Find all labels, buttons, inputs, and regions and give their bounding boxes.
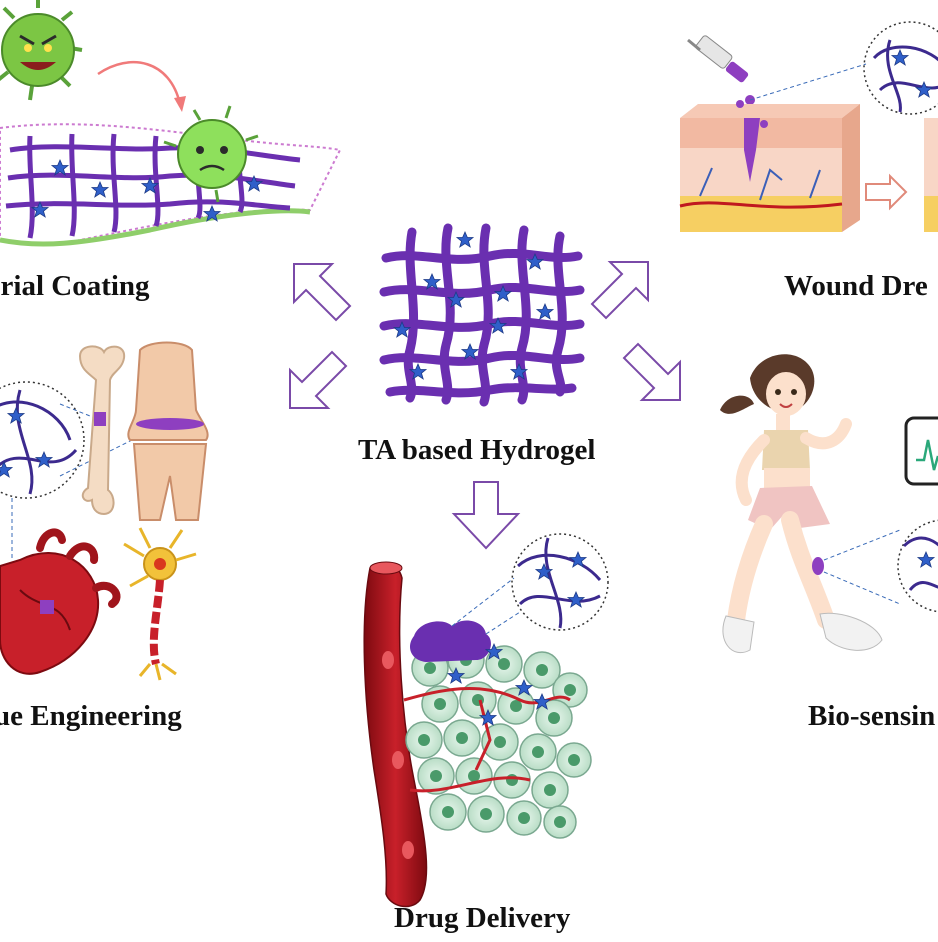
wound-dressing-label: Wound Dre <box>784 272 928 301</box>
arrow-to-wound <box>592 262 648 318</box>
heart <box>0 532 117 673</box>
center-title: TA based Hydrogel <box>358 436 595 465</box>
bone <box>80 346 124 514</box>
coating-sheet <box>0 124 340 244</box>
bio-zoom-circle <box>898 520 938 612</box>
virus-path-arrow <box>98 62 180 104</box>
arrow-to-biosensing <box>624 344 680 400</box>
skin-block <box>680 100 860 232</box>
arrow-to-tissue <box>290 352 346 408</box>
drug-delivery-label: Drug Delivery <box>394 904 570 933</box>
antibacterial-coating-label: terial Coating <box>0 272 150 301</box>
tumor-cells <box>404 642 591 838</box>
angry-virus <box>0 0 82 100</box>
virus-path-arrowhead <box>174 96 186 112</box>
knee-joint <box>128 343 207 521</box>
arrow-to-drug <box>454 482 518 548</box>
tissue-zoom-circle <box>0 382 84 498</box>
arrow-wound-progress <box>866 176 906 208</box>
syringe <box>688 35 755 105</box>
neuron <box>124 528 196 680</box>
skin-block-healed <box>924 118 938 232</box>
tissue-engineering-label: ue Engineering <box>0 702 182 731</box>
phone-device <box>906 418 938 484</box>
bio-sensing-label: Bio-sensin <box>808 702 935 731</box>
arrow-to-coating <box>294 264 350 320</box>
running-girl <box>720 354 882 652</box>
